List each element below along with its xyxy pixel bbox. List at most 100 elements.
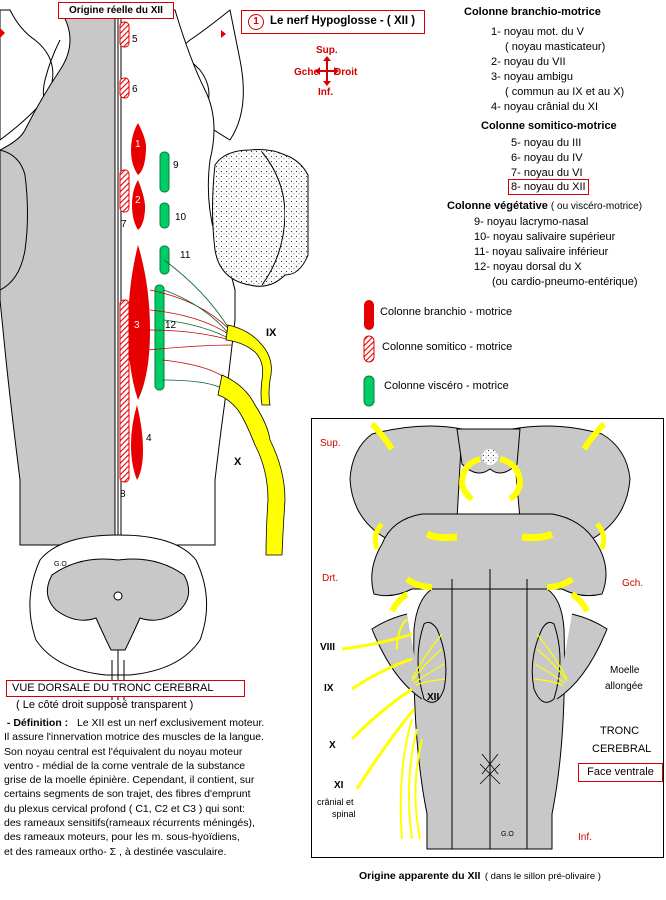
nerve-label-x: X xyxy=(234,456,242,468)
ventral-signature: G.O xyxy=(501,831,514,838)
definition-line-6: certains segments de son trajet, des fib… xyxy=(4,788,251,801)
orientation-right: Droit xyxy=(334,67,358,78)
cross-arrows-icon xyxy=(315,56,339,86)
ventral-nerve-xi-sub2: spinal xyxy=(332,809,356,819)
branchio-item-2: 2- noyau du VII xyxy=(491,56,566,68)
orientation-compass: Sup. Gche Droit Inf. xyxy=(290,44,360,100)
somitic-column-title: Colonne somitico-motrice xyxy=(481,120,617,132)
ventral-nerve-ix-label: IX xyxy=(324,683,334,694)
veg-column-title: Colonne végétative xyxy=(447,200,548,212)
dorsal-view-diagram xyxy=(0,9,309,700)
nucleus-label-9: 9 xyxy=(173,160,179,171)
definition-label: - Définition : xyxy=(6,717,69,729)
spinal-cord-section xyxy=(29,534,208,700)
branchio-item-1-note: ( noyau masticateur) xyxy=(505,41,606,53)
legend-viscero-label: Colonne viscéro - motrice xyxy=(384,380,509,392)
veg-item-12: 12- noyau dorsal du X xyxy=(474,261,582,273)
nucleus-label-12: 12 xyxy=(165,320,177,331)
ventral-nerve-xi-label: XI xyxy=(334,780,344,791)
dorsal-signature: G.O xyxy=(54,561,67,568)
somitic-item-7: 7- noyau du VI xyxy=(511,167,583,179)
nucleus-label-7: 7 xyxy=(121,219,127,230)
orientation-up: Sup. xyxy=(316,45,338,56)
veg-item-12-note: (ou cardio-pneumo-entérique) xyxy=(492,276,638,288)
nucleus-12 xyxy=(154,284,165,391)
definition-line-1-text: Le XII est un nerf exclusivement moteur. xyxy=(76,717,265,729)
ventral-inf-label: Inf. xyxy=(578,832,592,843)
nerve-iii-left xyxy=(458,456,481,502)
legend-branchio-label: Colonne branchio - motrice xyxy=(380,306,513,318)
veg-item-9: 9- noyau lacrymo-nasal xyxy=(474,216,589,228)
ventral-left-label: Gch. xyxy=(622,578,644,589)
branchio-item-3-note: ( commun au IX et au X) xyxy=(505,86,625,98)
nucleus-label-2: 2 xyxy=(135,195,141,206)
nerve-xi-ventral xyxy=(355,708,416,790)
ventral-sup-label: Sup. xyxy=(320,438,341,449)
nucleus-2 xyxy=(132,180,146,230)
nucleus-label-3: 3 xyxy=(134,320,140,331)
nucleus-8 xyxy=(119,299,130,483)
nucleus-label-8: 8 xyxy=(120,489,126,500)
ventral-nerve-xii-label: XII xyxy=(427,692,440,703)
nucleus-label-11: 11 xyxy=(180,250,191,261)
pyramidal-decussation xyxy=(479,753,501,785)
definition-line-4: ventro - médial de la corne ventrale de … xyxy=(4,759,246,772)
brainstem-left-half xyxy=(0,9,116,546)
definition-line-5: grise de la moelle épinière. Cependant, … xyxy=(4,774,255,787)
branchio-item-1: 1- noyau mot. du V xyxy=(491,26,584,38)
ventral-view-diagram xyxy=(341,421,631,850)
veg-column-heading: Colonne végétative ( ou viscéro-motrice) xyxy=(447,199,642,214)
xii-rootlets xyxy=(411,633,568,686)
nerve-ix-ventral xyxy=(351,657,413,691)
dorsal-view-title-box: VUE DORSALE DU TRONC CEREBRAL xyxy=(6,680,245,697)
nucleus-10 xyxy=(159,202,170,229)
nucleus-label-4: 4 xyxy=(146,433,152,444)
branchio-item-3: 3- noyau ambigu xyxy=(491,71,573,83)
midbrain-outline xyxy=(0,9,54,141)
definition-block: - Définition : Le XII est un nerf exclus… xyxy=(4,716,314,859)
legend-swatches xyxy=(363,300,375,407)
veg-item-11: 11- noyau salivaire inférieur xyxy=(474,246,609,258)
ventral-right-label: Drt. xyxy=(322,573,339,584)
tronc-label-2: CEREBRAL xyxy=(592,743,652,755)
definition-line-10: et des rameaux ortho- Σ , à destinée vas… xyxy=(4,845,227,858)
nucleus-3 xyxy=(128,245,150,400)
veg-column-subtitle: ( ou viscéro-motrice) xyxy=(550,201,643,212)
dorsal-view-title: VUE DORSALE DU TRONC CEREBRAL xyxy=(12,682,214,694)
veg-item-10: 10- noyau salivaire supérieur xyxy=(474,231,616,243)
definition-line-8: des rameaux sensitifs(rameaux récurrents… xyxy=(4,817,255,830)
definition-line-2: Il assure l'innervation motrice des musc… xyxy=(4,731,264,744)
legend-somitic-swatch xyxy=(363,335,375,363)
origin-real-box: Origine réelle du XII xyxy=(58,2,174,19)
nucleus-6 xyxy=(119,77,130,99)
face-ventrale-box: Face ventrale xyxy=(578,763,663,782)
ventral-nerve-x-label: X xyxy=(329,740,336,751)
somitic-item-6: 6- noyau du IV xyxy=(511,152,583,164)
nucleus-4 xyxy=(131,405,143,480)
orientation-down: Inf. xyxy=(318,87,333,98)
branchio-item-4: 4- noyau crânial du XI xyxy=(491,101,599,113)
orientation-left: Gche xyxy=(294,67,320,78)
moelle-label-2: allongée xyxy=(605,681,643,692)
ventral-view-panel: Sup. Inf. Drt. Gch. VIII IX X XI crânial… xyxy=(311,418,664,858)
title-box: 1 Le nerf Hypoglosse - ( XII ) xyxy=(241,10,425,34)
nerve-iii-right xyxy=(499,456,524,502)
brainstem-right-half xyxy=(120,9,236,546)
footer-origin-note: ( dans le sillon pré-olivaire ) xyxy=(484,871,601,882)
moelle-label-1: Moelle xyxy=(610,665,640,676)
definition-line-3: Son noyau central est l'équivalent du no… xyxy=(4,745,243,758)
nerve-x-ventral xyxy=(350,687,413,741)
somitic-item-5: 5- noyau du III xyxy=(511,137,582,149)
definition-line-9: des rameaux moteurs, pour les m. sous-hy… xyxy=(4,831,240,844)
ventral-nerve-xi-sub1: crânial et xyxy=(317,797,354,807)
face-ventrale-label: Face ventrale xyxy=(587,766,654,778)
nerve-label-ix: IX xyxy=(266,327,277,339)
nucleus-label-10: 10 xyxy=(175,212,187,223)
ventral-nerve-viii-label: VIII xyxy=(320,642,336,653)
footer-caption: Origine apparente du XII ( dans le sillo… xyxy=(359,866,601,884)
origin-real-label: Origine réelle du XII xyxy=(69,5,163,16)
page-title: Le nerf Hypoglosse - ( XII ) xyxy=(270,15,416,27)
legend-viscero-swatch xyxy=(363,375,375,407)
nucleus-9 xyxy=(159,151,170,193)
title-number-badge: 1 xyxy=(248,14,264,30)
